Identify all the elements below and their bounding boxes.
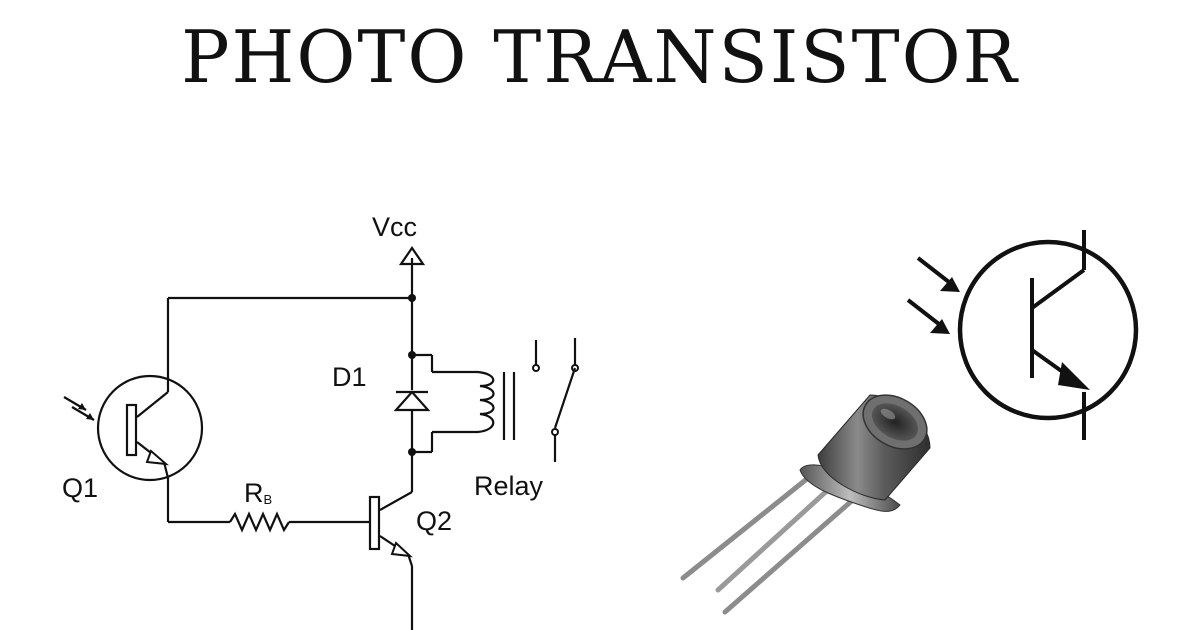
- top-rail-wire: [166, 294, 416, 392]
- resistor-rb: [166, 478, 370, 533]
- relay-label: Relay: [474, 471, 544, 501]
- symbol-light-arrows-icon: [906, 256, 960, 334]
- relay-coil: [412, 353, 516, 454]
- resistor-label: RB: [244, 478, 272, 508]
- light-arrows-icon: [63, 396, 95, 421]
- lead-2: [715, 485, 833, 593]
- circuit-schematic: Vcc D1: [62, 212, 579, 630]
- phototransistor-q1: [96, 374, 204, 482]
- resistor-label-main: R: [244, 478, 264, 508]
- diode-label: D1: [332, 362, 367, 392]
- lead-1: [680, 475, 811, 581]
- vcc-arrow-icon: [398, 246, 426, 298]
- resistor-label-sub: B: [264, 492, 273, 507]
- transistor-q2: [368, 452, 414, 630]
- page-title: PHOTO TRANSISTOR: [181, 15, 1019, 99]
- diode-d1: [393, 351, 431, 456]
- transistor-q2-label: Q2: [416, 506, 452, 536]
- phototransistor-label: Q1: [62, 473, 98, 503]
- phototransistor-photo: [680, 394, 931, 615]
- vcc-label: Vcc: [372, 212, 417, 242]
- lead-3: [722, 495, 858, 615]
- phototransistor-symbol: [906, 230, 1139, 440]
- relay-contacts: [532, 338, 579, 462]
